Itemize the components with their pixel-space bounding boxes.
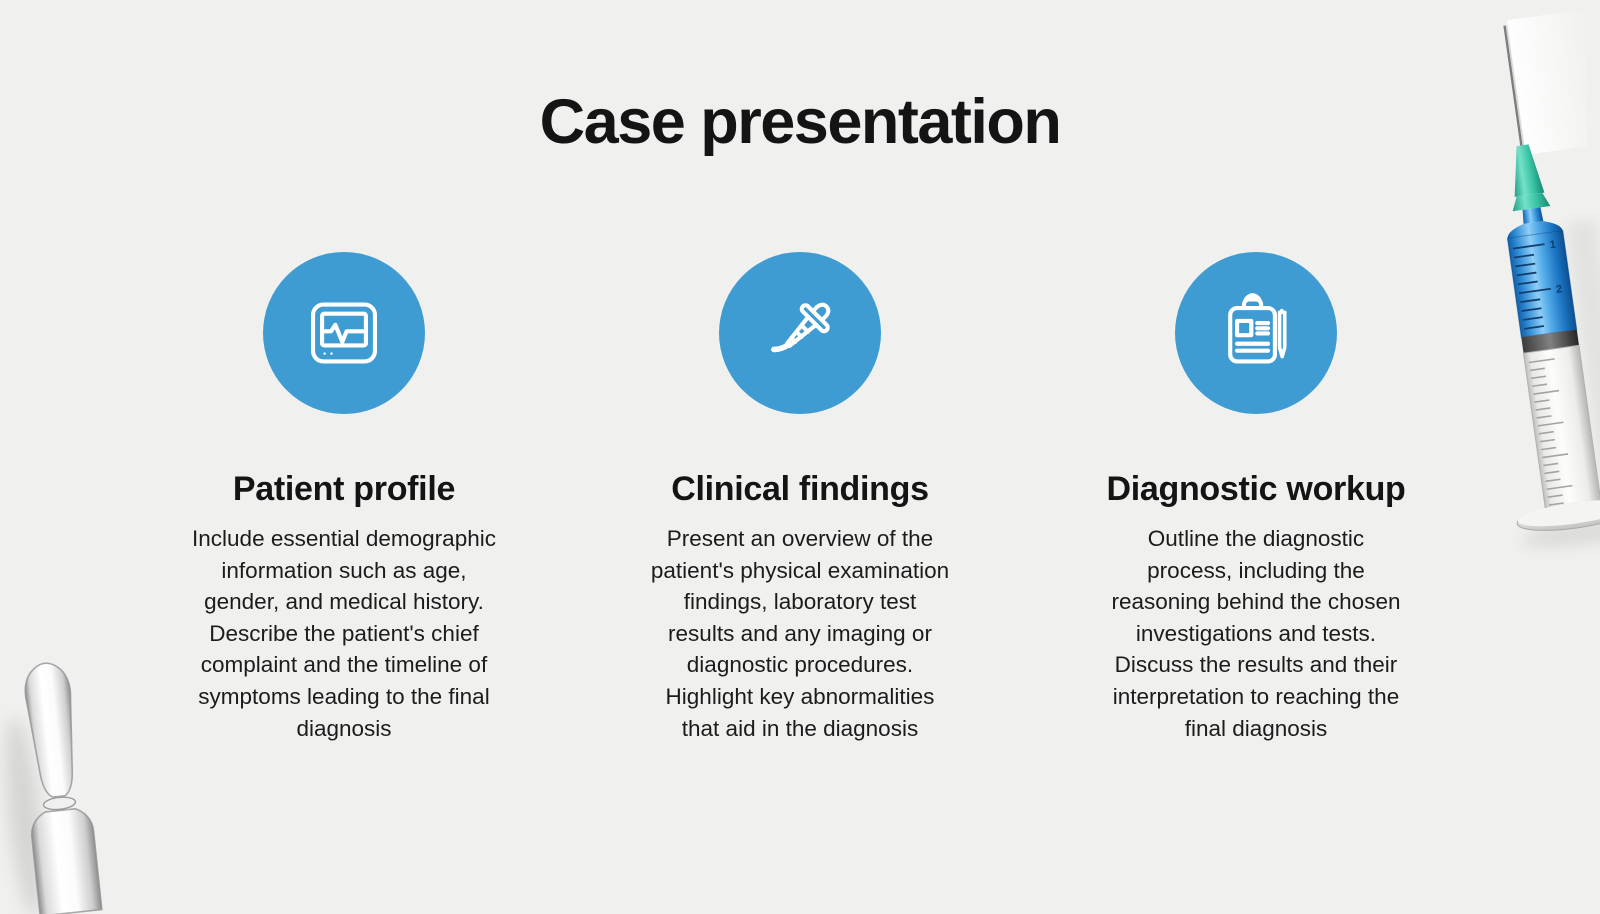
column-heading: Clinical findings xyxy=(671,470,929,508)
dropper-icon xyxy=(771,302,831,353)
syringe-scale-number: 2 xyxy=(1555,283,1563,296)
syringe-scale-number: 1 xyxy=(1549,239,1557,252)
icon-circle-blue xyxy=(1175,252,1337,414)
ampoule-illustration xyxy=(5,662,103,914)
heart-monitor-icon xyxy=(310,302,378,364)
column-diagnostic-workup: Diagnostic workup Outline the diagnostic… xyxy=(1046,252,1466,744)
column-patient-profile: Patient profile Include essential demogr… xyxy=(134,252,554,744)
syringe-illustration: 1 2 xyxy=(1503,9,1600,548)
column-body: Present an overview of the patient's phy… xyxy=(650,526,950,741)
slide-title: Case presentation xyxy=(539,87,1062,157)
column-heading: Patient profile xyxy=(232,470,456,508)
column-body: Include essential demographic informatio… xyxy=(192,526,496,741)
column-clinical-findings: Clinical findings Present an overview of… xyxy=(590,252,1010,744)
column-body: Outline the diagnostic process, includin… xyxy=(1111,526,1401,741)
column-heading: Diagnostic workup xyxy=(1106,470,1406,508)
clipboard-pencil-icon xyxy=(1228,293,1287,364)
feature-columns: Patient profile Include essential demogr… xyxy=(0,252,1600,744)
icon-circle-blue xyxy=(719,252,881,414)
icon-circle-blue xyxy=(263,252,425,414)
